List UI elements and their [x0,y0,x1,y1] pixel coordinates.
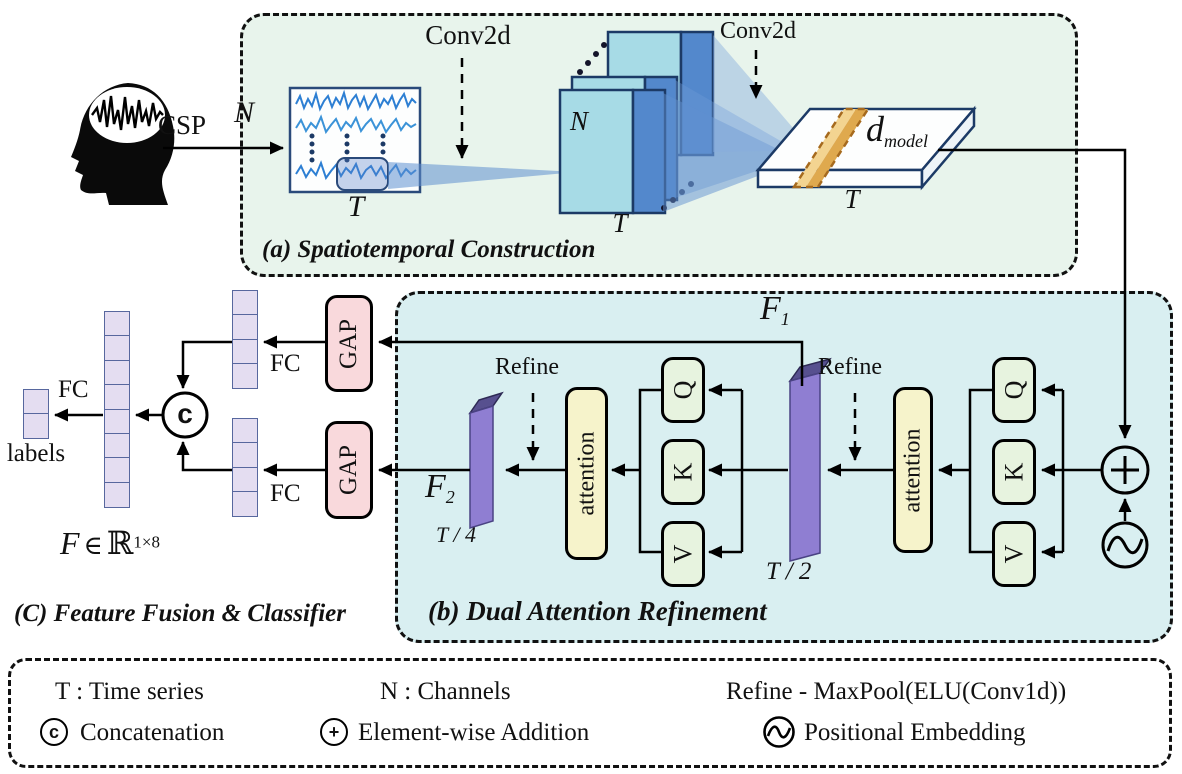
q-block-first: Q [992,357,1036,423]
vector-cell [232,491,258,518]
k-block-second: K [661,439,705,505]
vector-cell [23,389,49,415]
f2-sub: 2 [445,487,455,507]
vector-cell [23,413,49,440]
fc-label-top: FC [270,350,301,377]
legend-concat-icon: c [40,718,68,746]
f1-sub: 1 [780,309,790,329]
vector-cell [232,466,258,493]
refine-label-first: Refine [818,354,882,380]
k-block-first: K [992,439,1036,505]
dmodel-base: d [866,109,884,149]
vector-cell [104,311,130,337]
signal-n-label: N [234,96,255,129]
vector-bottom-to-concat-arrow [176,441,232,472]
vector-cell [104,433,130,460]
gap-top-label: GAP [335,318,363,369]
eeg-wave-icon [91,95,164,131]
attention-block-second: attention [565,387,608,560]
refine-label-second: Refine [495,354,559,380]
gap-block-bottom: GAP [325,421,373,519]
conv2d-label-second: Conv2d [719,18,796,44]
feature-formula: F ∈ ℝ1×8 [60,524,160,562]
legend-t-definition: T : Time series [55,678,204,705]
v1-label: V [999,544,1028,564]
formula-var: F [60,525,80,561]
f2-base: F [425,468,446,505]
labels-caption: labels [6,440,66,467]
vector-cell [104,481,130,508]
panel-a-title: (a) Spatiotemporal Construction [262,236,596,263]
v-block-second: V [661,521,705,587]
output-vector [23,389,49,440]
k1-label: K [999,462,1028,482]
vector-cell [232,290,258,316]
q-block-second: Q [661,357,705,423]
stack-n-label: N [570,106,589,136]
vector-cell [104,408,130,435]
panel-dual-attention-refinement [395,291,1173,643]
k2-label: K [668,462,697,482]
legend-addition-definition: Element-wise Addition [358,719,590,746]
legend-addition-icon: + [320,718,348,746]
feature-vector-bottom [232,418,258,518]
fc-label-bottom: FC [270,480,301,507]
v-block-first: V [992,521,1036,587]
panel-b-title: (b) Dual Attention Refinement [428,596,767,626]
vector-cell [232,418,258,444]
dmodel-sub: model [884,131,928,151]
legend-concat-symbol: c [48,721,59,742]
formula-element-of: ∈ [83,531,103,560]
vector-cell [232,338,258,365]
vector-cell [232,363,258,390]
attention-block-first: attention [893,387,933,553]
legend-concat-definition: Concatenation [80,719,225,746]
t-half-label: T / 2 [766,558,812,585]
legend-panel [8,658,1172,768]
vector-cell [104,457,130,484]
v2-label: V [668,544,697,564]
concat-symbol: c [177,398,193,429]
gap-block-top: GAP [325,295,373,392]
fc-label-output: FC [58,376,89,403]
f2-label: F2 [425,468,455,508]
legend-posenc-definition: Positional Embedding [804,719,1026,746]
formula-set: ℝ [106,525,134,561]
f1-label: F1 [760,290,790,330]
vector-cell [232,314,258,341]
attention-first-label: attention [899,428,926,512]
legend-n-definition: N : Channels [380,678,511,705]
panel-c-title: (C) Feature Fusion & Classifier [14,600,346,627]
csp-label: CSP [158,110,207,140]
vector-cell [104,384,130,411]
vector-cell [104,359,130,386]
brain-head-icon [71,83,175,205]
stack-t-label: T [612,208,628,238]
formula-sup: 1×8 [133,532,160,552]
legend-addition-symbol: + [328,721,340,742]
vector-cell [232,442,258,469]
legend-posenc-icon [762,715,796,749]
dmodel-label: dmodel [866,108,928,152]
q2-label: Q [668,380,697,400]
signal-t-label: T [347,190,365,223]
conv2d-label-first: Conv2d [425,20,511,50]
t-quarter-label: T / 4 [436,522,476,547]
slab-t-label: T [844,184,860,214]
vector-top-to-concat-arrow [176,340,232,389]
q1-label: Q [999,380,1028,400]
attention-second-label: attention [573,431,600,516]
feature-vector-top [232,290,258,390]
legend-refine-definition: Refine - MaxPool(ELU(Conv1d)) [726,678,1067,705]
gap-bottom-label: GAP [335,444,363,496]
f1-base: F [760,290,781,327]
vector-cell [104,335,130,362]
fused-feature-vector [104,311,130,508]
